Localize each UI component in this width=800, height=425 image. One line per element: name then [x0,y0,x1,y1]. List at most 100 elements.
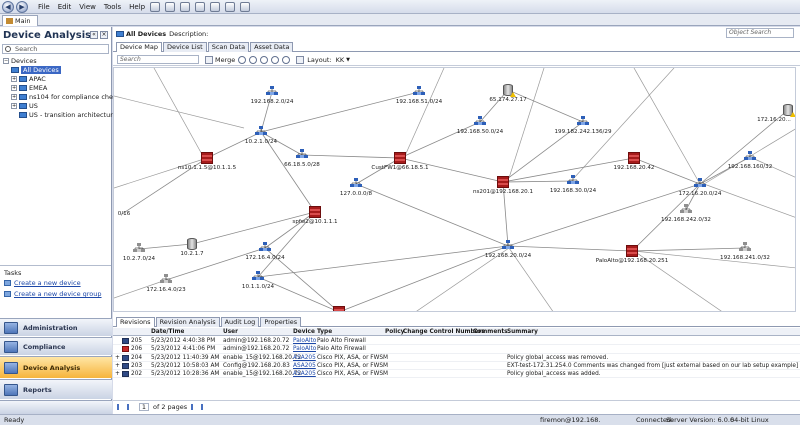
chevron-down-icon[interactable]: ▼ [346,56,350,63]
col-date[interactable]: Date/Time [151,329,185,335]
create-device-link[interactable]: Create a new device [4,279,81,287]
expand-icon[interactable]: + [11,76,17,82]
expand-icon[interactable]: + [11,103,17,109]
menu-tools[interactable]: Tools [103,2,122,11]
col-comments[interactable]: Comments [473,329,508,335]
tab-main[interactable]: Main [2,15,38,26]
nav-reports[interactable]: Reports [0,379,112,399]
tree-item-devices[interactable]: − Devices [3,57,37,65]
zoom-select-icon[interactable] [282,55,291,64]
tree-search-input[interactable]: Search [2,44,109,54]
expand-icon[interactable]: + [11,94,17,100]
toolbar-icon-4[interactable] [195,1,206,12]
nav-administration[interactable]: Administration [0,318,112,336]
firewall-icon[interactable] [333,306,345,311]
network-icon[interactable] [350,178,362,190]
page-number-input[interactable]: 1 [139,402,149,411]
toolbar-icon-5[interactable] [210,1,221,12]
menu-view[interactable]: View [79,2,96,11]
tree-item-all-devices[interactable]: All Devices [11,66,61,74]
network-icon[interactable] [474,116,486,128]
col-change-control[interactable]: Change Control Numbers [403,329,485,335]
zoom-fit-icon[interactable] [260,55,269,64]
tree-item-us[interactable]: + US [11,102,38,110]
network-icon[interactable] [502,240,514,252]
tree-item-ns104[interactable]: + ns104 for compliance checks [11,93,124,101]
tab-scan-data[interactable]: Scan Data [207,42,250,52]
zoom-reset-icon[interactable] [271,55,280,64]
firewall-icon[interactable] [394,152,406,164]
network-icon[interactable] [577,116,589,128]
network-gray-icon[interactable] [739,242,751,254]
nav-more[interactable] [0,400,112,414]
first-page-icon[interactable] [117,403,123,410]
firewall-icon[interactable] [628,152,640,164]
expand-row-icon[interactable]: + [115,362,120,369]
col-policy[interactable]: Policy [385,329,405,335]
close-icon[interactable]: × [100,31,108,39]
tab-audit-log[interactable]: Audit Log [220,317,260,327]
tree-item-apac[interactable]: + APAC [11,75,46,83]
network-icon[interactable] [744,151,756,163]
refresh-icon[interactable] [225,1,236,12]
col-summary[interactable]: Summary [507,329,538,335]
expand-row-icon[interactable]: + [115,371,120,378]
toolbar-icon-2[interactable] [165,1,176,12]
col-device[interactable]: Device [293,329,315,335]
prev-page-icon[interactable] [127,403,133,410]
layout-select[interactable]: KK [335,55,345,64]
firewall-icon[interactable] [309,206,321,218]
nav-device-analysis[interactable]: Device Analysis [0,356,112,378]
collapse-icon[interactable]: « [90,31,98,39]
tree-item-us-transition[interactable]: US - transition architecture [19,111,117,119]
last-page-icon[interactable] [201,403,207,410]
firewall-icon[interactable] [497,176,509,188]
cell-device[interactable]: ASA205 [293,371,316,378]
network-icon[interactable] [413,86,425,98]
col-user[interactable]: User [223,329,238,335]
tab-revisions[interactable]: Revisions [116,317,155,327]
zoom-in-icon[interactable] [238,55,247,64]
network-icon[interactable] [252,271,264,283]
network-gray-icon[interactable] [160,274,172,286]
col-type[interactable]: Type [317,329,333,335]
tree-item-emea[interactable]: + EMEA [11,84,47,92]
merge-button[interactable]: Merge [215,55,236,64]
firewall-icon[interactable] [626,245,638,257]
nav-compliance[interactable]: Compliance [0,337,112,355]
toolbar-icon-1[interactable] [150,1,161,12]
map-search-input[interactable]: Search [117,55,199,64]
cell-device[interactable]: PaloAlto [293,346,317,353]
network-gray-icon[interactable] [133,243,145,255]
tab-revision-analysis[interactable]: Revision Analysis [155,317,220,327]
expand-icon[interactable]: + [11,85,17,91]
cell-device[interactable]: PaloAlto [293,338,317,344]
network-icon[interactable] [255,126,267,138]
network-icon[interactable] [296,149,308,161]
sync-icon[interactable] [240,1,251,12]
network-icon[interactable] [694,178,706,190]
cell-device[interactable]: ASA205 [293,354,316,361]
collapse-tree-icon[interactable]: − [3,58,9,64]
network-gray-icon[interactable] [680,204,692,216]
object-search-input[interactable]: Object Search [726,28,794,38]
database-icon[interactable] [783,104,793,116]
save-icon[interactable] [180,1,191,12]
back-icon[interactable]: ◀ [2,0,14,13]
tab-device-map[interactable]: Device Map [116,42,163,52]
network-icon[interactable] [259,242,271,254]
database-icon[interactable] [187,238,197,250]
menu-edit[interactable]: Edit [57,2,72,11]
network-icon[interactable] [567,175,579,187]
menu-help[interactable]: Help [129,2,146,11]
tab-properties[interactable]: Properties [260,317,302,327]
tab-asset-data[interactable]: Asset Data [250,42,294,52]
menu-file[interactable]: File [38,2,50,11]
firewall-icon[interactable] [201,152,213,164]
expand-row-icon[interactable]: + [115,354,120,361]
